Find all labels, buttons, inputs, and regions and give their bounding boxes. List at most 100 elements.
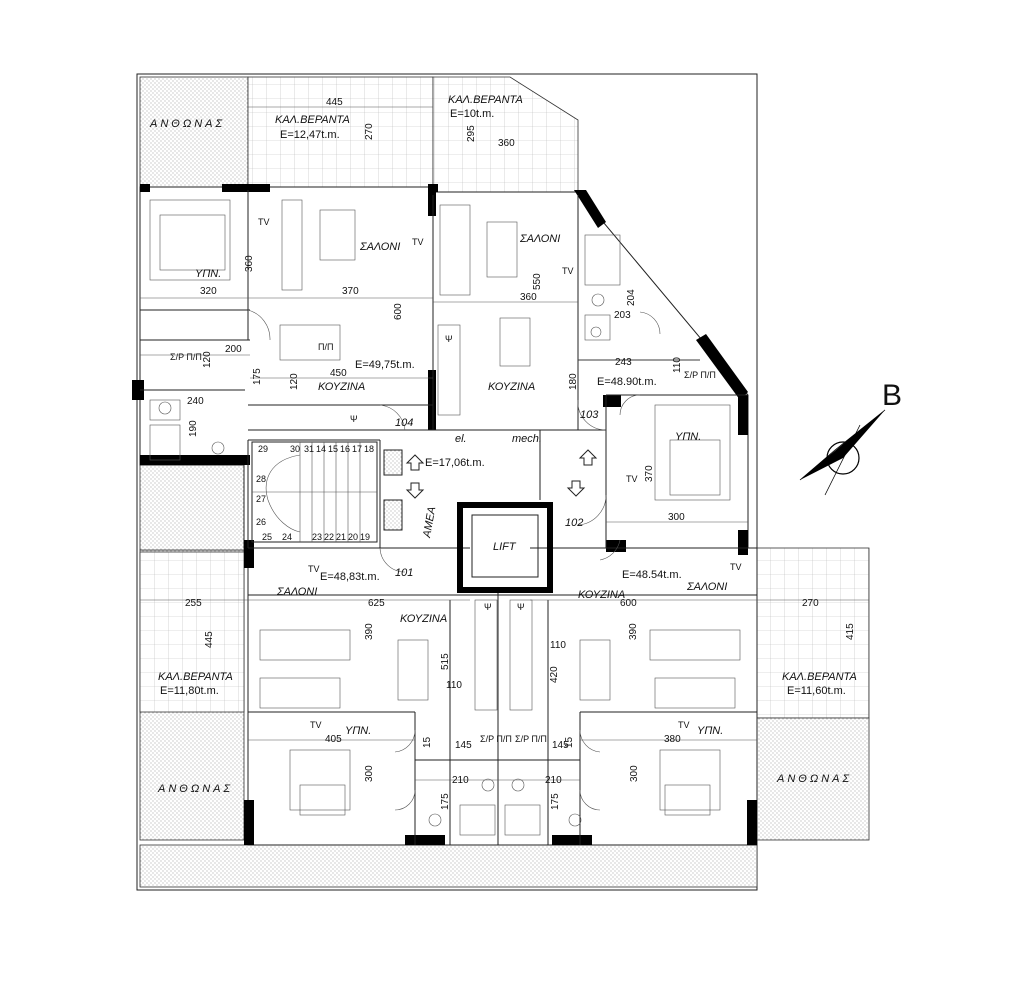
- dim-255: 255: [185, 598, 202, 609]
- compass-label: B: [882, 379, 902, 412]
- room-ypn-101: ΥΠΝ.: [345, 725, 371, 737]
- dim-240: 240: [187, 396, 204, 407]
- dim-270-top: 270: [364, 123, 375, 140]
- stair-num-20: 20: [348, 532, 358, 542]
- veranda-tl-area: E=12,47t.m.: [280, 129, 340, 141]
- veranda-bottom-right: [756, 547, 870, 719]
- veranda-br-title: ΚΑΛ.ΒΕΡΑΝΤΑ: [782, 671, 857, 683]
- furniture: [149, 199, 741, 836]
- room-saloni-104: ΣΑΛΟΝΙ: [359, 241, 400, 253]
- stair-num-30: 30: [290, 444, 300, 454]
- lift-label: LIFT: [493, 541, 517, 553]
- tv-label-5: TV: [308, 564, 320, 574]
- stair-num-29: 29: [258, 444, 268, 454]
- dim-295: 295: [466, 125, 477, 142]
- unit-number-102: 102: [565, 517, 583, 529]
- dim-200: 200: [225, 344, 242, 355]
- dimension-lines: [140, 106, 869, 781]
- area-lobby: E=17,06t.m.: [425, 457, 485, 469]
- dim-390-r: 390: [628, 623, 639, 640]
- dim-415: 415: [845, 623, 856, 640]
- room-saloni-103: ΣΑΛΟΝΙ: [519, 233, 560, 245]
- veranda-top-left: [247, 76, 434, 188]
- garden-bottom-strip: [139, 844, 758, 888]
- dim-110-a: 110: [672, 357, 683, 373]
- room-saloni-102: ΣΑΛΟΝΙ: [686, 581, 727, 593]
- dim-515: 515: [440, 653, 451, 670]
- area-unit-103: E=48.90t.m.: [597, 376, 657, 388]
- dim-243: 243: [615, 357, 632, 368]
- tv-label-8: TV: [678, 720, 690, 730]
- amea-label: ΑΜΕΑ: [421, 506, 438, 540]
- stair-num-21: 21: [336, 532, 346, 542]
- dim-204: 204: [626, 289, 637, 306]
- stair-num-24: 24: [282, 532, 292, 542]
- walls: [132, 184, 757, 845]
- dim-175-b: 175: [440, 793, 451, 810]
- psi-label-101: Ψ: [484, 602, 492, 612]
- dim-15-b: 15: [564, 736, 575, 748]
- dim-120-b: 120: [289, 373, 300, 390]
- tv-label-2: TV: [412, 237, 424, 247]
- veranda-tr-title: ΚΑΛ.ΒΕΡΑΝΤΑ: [448, 94, 523, 106]
- dim-180: 180: [568, 373, 579, 390]
- garden-top-left: [139, 76, 249, 188]
- area-unit-101: E=48,83t.m.: [320, 571, 380, 583]
- dim-300-r: 300: [668, 512, 685, 523]
- tv-label-4: TV: [626, 474, 638, 484]
- dim-110-c: 110: [550, 640, 566, 651]
- veranda-top-right: [432, 76, 579, 193]
- lift-shaft: [457, 502, 553, 593]
- stair-num-15: 15: [328, 444, 338, 454]
- dim-15-a: 15: [422, 736, 433, 748]
- lift-car: [471, 514, 539, 578]
- stair-num-27: 27: [256, 494, 266, 504]
- stair-num-19: 19: [360, 532, 370, 542]
- dim-370-r: 370: [644, 465, 655, 482]
- circulation-arrows: [383, 449, 598, 531]
- dim-203: 203: [614, 310, 631, 321]
- room-ypn-104: ΥΠΝ.: [195, 268, 221, 280]
- room-ypn-103: ΥΠΝ.: [675, 431, 701, 443]
- stair-num-16: 16: [340, 444, 350, 454]
- compass-icon: B: [799, 379, 902, 496]
- dim-210-a: 210: [452, 775, 469, 786]
- unit-number-104: 104: [395, 417, 413, 429]
- garden-label-top-left: ΑΝΘΩΝΑΣ: [149, 118, 225, 130]
- room-saloni-101: ΣΑΛΟΝΙ: [276, 586, 317, 598]
- veranda-br-area: E=11,60t.m.: [787, 685, 846, 697]
- dim-270-r: 270: [802, 598, 819, 609]
- building-outline: [139, 186, 758, 846]
- dim-320: 320: [200, 286, 217, 297]
- tv-label-7: TV: [310, 720, 322, 730]
- dim-450: 450: [330, 368, 347, 379]
- room-kouzina-102: ΚΟΥΖΙΝΑ: [578, 589, 625, 601]
- sp-label-104: Σ/Ρ Π/Π: [170, 352, 202, 362]
- pp-label: Π/Π: [318, 342, 334, 352]
- unit-number-101: 101: [395, 567, 413, 579]
- tv-label-6: TV: [730, 562, 742, 572]
- door-swings: [247, 309, 661, 811]
- stair-num-18: 18: [364, 444, 374, 454]
- dim-420: 420: [549, 666, 560, 683]
- stair-num-17: 17: [352, 444, 362, 454]
- garden-label-bottom-right: ΑΝΘΩΝΑΣ: [776, 773, 852, 785]
- unit-number-103: 103: [580, 409, 599, 421]
- dim-360-b: 360: [520, 292, 537, 303]
- room-kouzina-103: ΚΟΥΖΙΝΑ: [488, 381, 535, 393]
- room-kouzina-104: ΚΟΥΖΙΝΑ: [318, 381, 365, 393]
- sp-label-101: Σ/Ρ Π/Π: [480, 734, 512, 744]
- dim-190: 190: [188, 420, 199, 437]
- el-label: el.: [455, 433, 467, 445]
- psi-label-103: Ψ: [445, 334, 453, 344]
- stair-num-31: 31: [304, 444, 314, 454]
- dim-625: 625: [368, 598, 385, 609]
- dim-110-b: 110: [446, 680, 462, 691]
- stair-num-22: 22: [324, 532, 334, 542]
- dim-175-a: 175: [252, 368, 263, 385]
- sp-label-102: Σ/Ρ Π/Π: [515, 734, 547, 744]
- garden-label-bottom-left: ΑΝΘΩΝΑΣ: [157, 783, 233, 795]
- psi-label-104: Ψ: [350, 414, 358, 424]
- dim-600-a: 600: [393, 303, 404, 320]
- stair-num-26: 26: [256, 517, 266, 527]
